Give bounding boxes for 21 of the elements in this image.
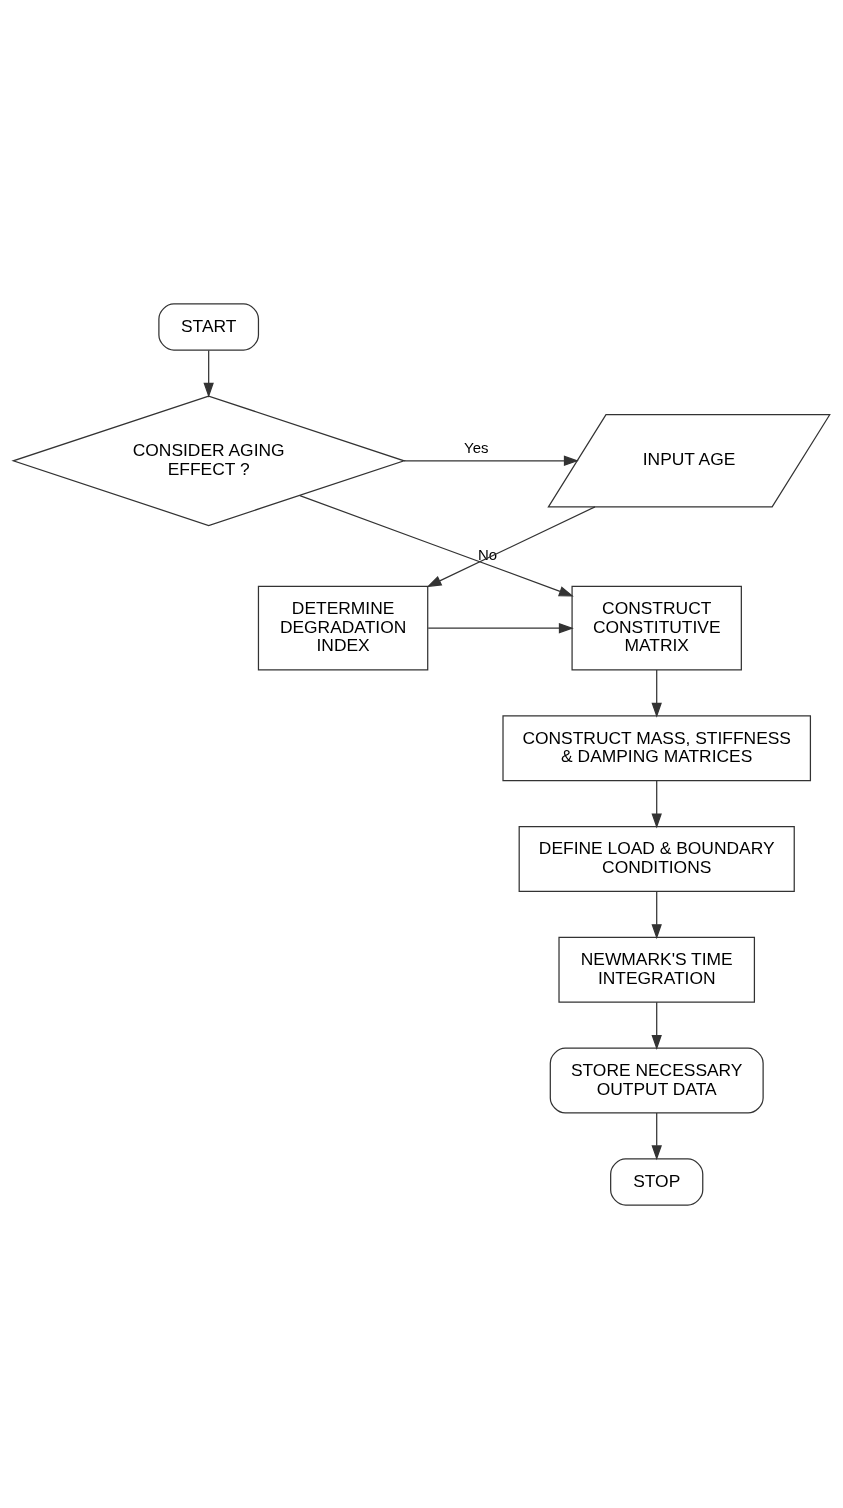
arrow xyxy=(651,668,662,718)
arrow xyxy=(651,779,662,828)
edge-label: Yes xyxy=(464,438,489,456)
node-box: NEWMARK'S TIME INTEGRATION xyxy=(558,936,756,1003)
arrow xyxy=(651,890,662,939)
arrow xyxy=(651,1001,662,1050)
node-box: STOP xyxy=(610,1157,704,1206)
arrow xyxy=(203,349,214,398)
arrow xyxy=(651,1112,662,1160)
node-box: CONSTRUCT CONSTITUTIVE MATRIX xyxy=(571,585,742,670)
arrow xyxy=(427,622,574,633)
edge-label: No xyxy=(477,545,497,563)
node-box: STORE NECESSARY OUTPUT DATA xyxy=(549,1047,764,1114)
arrow xyxy=(403,455,579,466)
node-box: CONSTRUCT MASS, STIFFNESS & DAMPING MATRICES xyxy=(502,714,812,781)
arrow xyxy=(426,505,596,587)
node-box: START xyxy=(158,302,260,351)
node-diamond: CONSIDER AGING EFFECT ? xyxy=(11,394,407,526)
node-box: DEFINE LOAD & BOUNDARY CONDITIONS xyxy=(518,825,795,892)
node-box: DETERMINE DEGRADATION INDEX xyxy=(257,585,429,670)
arrow xyxy=(299,494,574,596)
